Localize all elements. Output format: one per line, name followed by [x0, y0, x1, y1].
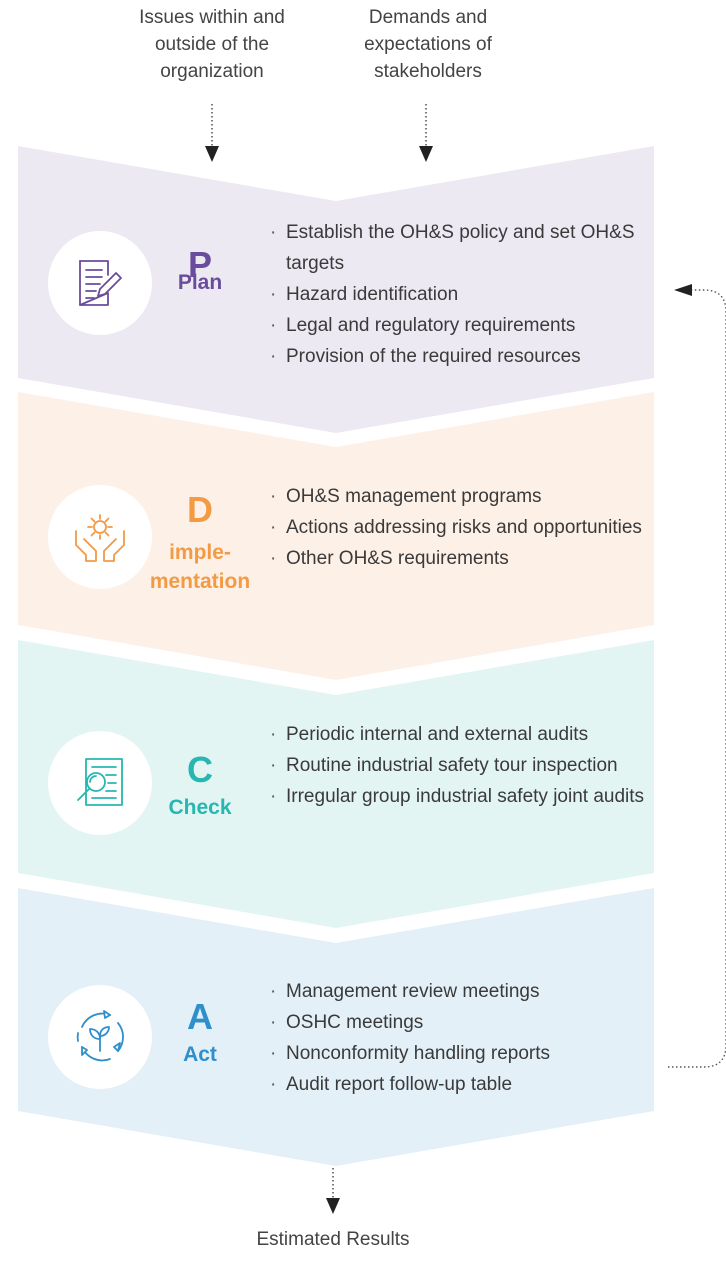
- hands-gear-icon: [75, 514, 125, 562]
- act-letter: A: [187, 996, 213, 1037]
- check-letter: C: [187, 749, 213, 790]
- plan-letter: P: [187, 244, 212, 285]
- check-name: Check: [168, 796, 232, 819]
- list-item: Irregular group industrial safety joint …: [270, 781, 650, 812]
- list-item: Establish the OH&S policy and set OH&S t…: [270, 217, 650, 279]
- act-items-list: Management review meetings OSHC meetings…: [270, 976, 650, 1100]
- list-item: Nonconformity handling reports: [270, 1038, 650, 1069]
- list-item: Routine industrial safety tour inspectio…: [270, 750, 650, 781]
- input-right-arrowhead: [419, 146, 433, 162]
- list-item: Actions addressing risks and opportuniti…: [270, 512, 650, 543]
- check-items-list: Periodic internal and external audits Ro…: [270, 719, 650, 812]
- list-item: Periodic internal and external audits: [270, 719, 650, 750]
- list-item: Audit report follow-up table: [270, 1069, 650, 1100]
- input-left-arrowhead: [205, 146, 219, 162]
- input-issues-label: Issues within and outside of the organiz…: [139, 7, 285, 82]
- estimated-results-label: Estimated Results: [256, 1229, 410, 1250]
- do-letter: D: [187, 489, 213, 530]
- list-item: Other OH&S requirements: [270, 543, 650, 574]
- list-item: Legal and regulatory requirements: [270, 310, 650, 341]
- act-name: Act: [183, 1043, 217, 1066]
- list-item: Hazard identification: [270, 279, 650, 310]
- list-item: OSHC meetings: [270, 1007, 650, 1038]
- do-icon-circle: [48, 485, 152, 589]
- list-item: Management review meetings: [270, 976, 650, 1007]
- list-item: Provision of the required resources: [270, 341, 650, 372]
- do-items-list: OH&S management programs Actions address…: [270, 481, 650, 574]
- plan-icon-circle: [48, 231, 152, 335]
- feedback-arrowhead: [674, 284, 692, 296]
- input-stakeholders-label: Demands and expectations of stakeholders: [364, 7, 492, 82]
- plan-name: Plan: [177, 271, 223, 294]
- list-item: OH&S management programs: [270, 481, 650, 512]
- feedback-loop-connector: [668, 289, 726, 1068]
- check-icon-circle: [48, 731, 152, 835]
- do-name: imple- mentation: [149, 541, 251, 593]
- cycle-leaf-icon: [76, 1010, 124, 1062]
- plan-items-list: Establish the OH&S policy and set OH&S t…: [270, 217, 650, 372]
- document-pen-icon: [79, 260, 122, 306]
- output-arrowhead: [326, 1198, 340, 1214]
- act-icon-circle: [48, 985, 152, 1089]
- magnifier-document-icon: [77, 758, 123, 806]
